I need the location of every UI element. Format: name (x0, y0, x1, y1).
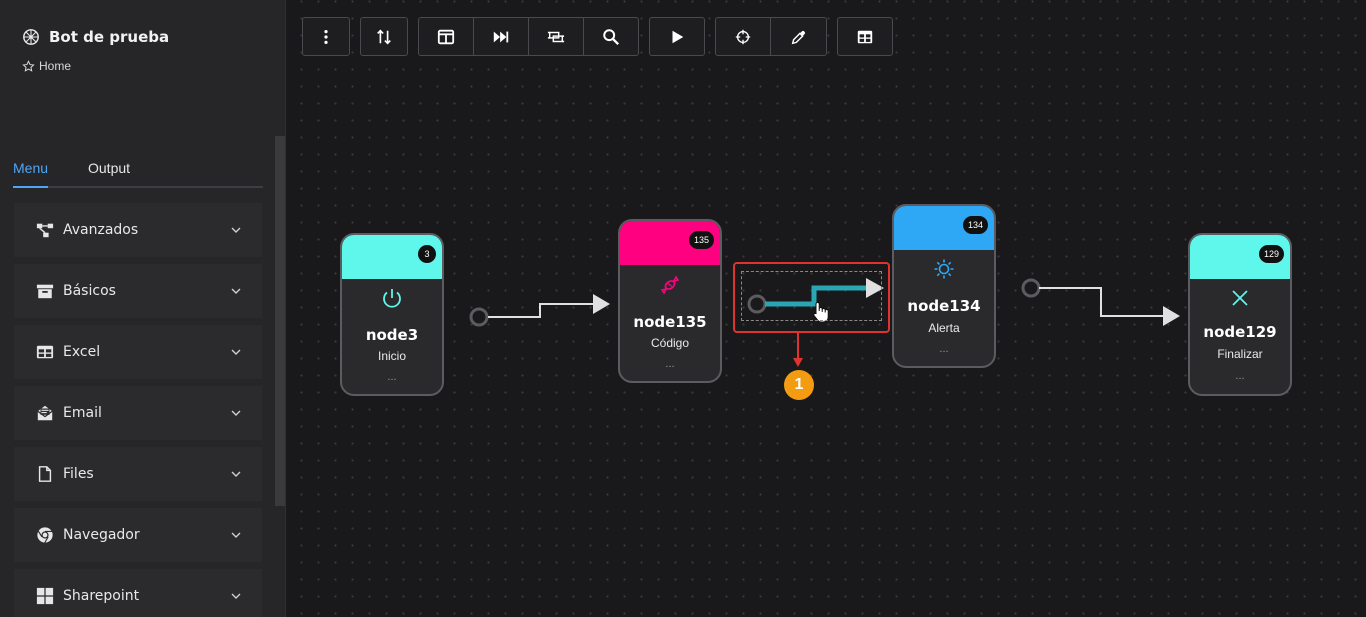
sidebar-item-label: Excel (63, 344, 101, 360)
more-options-button[interactable] (302, 17, 350, 56)
node-more[interactable]: ... (939, 343, 949, 355)
email-icon (35, 404, 54, 423)
sidebar-item-label: Sharepoint (63, 588, 140, 604)
node-more[interactable]: ... (1235, 370, 1245, 382)
node-id-badge: 135 (688, 231, 714, 249)
search-button[interactable] (583, 17, 639, 56)
sidebar-item-email[interactable]: Email (14, 386, 262, 440)
step-badge: 1 (784, 370, 814, 400)
power-icon (342, 286, 442, 315)
node-id-badge: 129 (1258, 245, 1284, 263)
node-node135[interactable]: 135 node135 Código ... (618, 219, 722, 383)
tab-menu-label: Menu (13, 160, 49, 176)
bot-title-text: Bot de prueba (49, 28, 170, 46)
sidebar: Bot de prueba Home Menu Output Avanzados (0, 0, 286, 617)
annotation-arrowhead (793, 358, 803, 367)
columns-icon (437, 29, 455, 44)
transform-icon (547, 31, 565, 42)
tab-menu[interactable]: Menu (13, 160, 48, 176)
archive-icon (35, 282, 54, 301)
node-subtitle: Alerta (928, 321, 960, 335)
node-name: node3 (365, 326, 419, 344)
windows-icon (35, 587, 54, 606)
sidebar-item-files[interactable]: Files (14, 447, 262, 501)
highlighted-edge-box (733, 262, 890, 333)
run-button[interactable] (649, 17, 705, 56)
sidebar-item-label: Email (63, 405, 102, 421)
sort-icon (377, 29, 391, 44)
chevron-down-icon (231, 532, 241, 538)
edge-node3-node135[interactable] (469, 294, 610, 327)
candy-icon (620, 273, 720, 302)
tab-output-label: Output (88, 160, 131, 176)
node-node134[interactable]: 134 node134 Alerta ... (892, 204, 996, 368)
node-node129[interactable]: 129 node129 Finalizar ... (1188, 233, 1292, 396)
transform-button[interactable] (528, 17, 584, 56)
chevron-down-icon (231, 349, 241, 355)
skip-forward-icon (493, 31, 509, 42)
home-link-label: Home (39, 59, 72, 73)
more-vert-icon (324, 29, 328, 44)
sidebar-item-label: Básicos (63, 283, 116, 299)
tab-active-indicator (13, 186, 48, 188)
sidebar-scrollbar[interactable] (275, 136, 285, 506)
bot-title: Bot de prueba (22, 28, 169, 46)
node-id-badge: 3 (418, 245, 436, 263)
wheel-icon (23, 29, 39, 45)
sidebar-item-label: Navegador (63, 527, 140, 543)
table-icon (35, 343, 54, 362)
play-icon (672, 30, 684, 43)
skip-forward-button[interactable] (473, 17, 529, 56)
layout-button[interactable] (418, 17, 474, 56)
target-button[interactable] (715, 17, 771, 56)
sort-button[interactable] (360, 17, 408, 56)
sidebar-tabs: Menu Output (13, 150, 263, 188)
node-name: node129 (1203, 323, 1277, 341)
node-subtitle: Finalizar (1217, 347, 1263, 361)
flow-icon (35, 221, 54, 240)
search-icon (603, 28, 620, 45)
file-icon (35, 465, 54, 484)
chevron-down-icon (231, 227, 241, 233)
home-link[interactable]: Home (22, 59, 71, 73)
node-subtitle: Código (650, 336, 690, 350)
node-name: node135 (633, 313, 707, 331)
edge-selection-box (741, 271, 882, 321)
sidebar-item-basicos[interactable]: Básicos (14, 264, 262, 318)
sidebar-item-label: Avanzados (63, 222, 139, 238)
chevron-down-icon (231, 288, 241, 294)
node-node3[interactable]: 3 node3 Inicio ... (340, 233, 444, 396)
chevron-down-icon (231, 471, 241, 477)
node-more[interactable]: ... (665, 358, 675, 370)
edge-node134-node129[interactable] (1021, 278, 1180, 326)
sidebar-item-label: Files (63, 466, 94, 482)
node-id-badge: 134 (962, 216, 988, 234)
flow-canvas[interactable]: 1 3 node3 Inicio ... 135 node135 Código … (287, 0, 1366, 617)
eyedropper-button[interactable] (770, 17, 827, 56)
star-icon (22, 59, 35, 72)
grid-button[interactable] (837, 17, 893, 56)
close-icon (1190, 286, 1290, 315)
eyedropper-icon (791, 30, 805, 44)
chevron-down-icon (231, 410, 241, 416)
chevron-down-icon (231, 593, 241, 599)
tab-output[interactable]: Output (88, 160, 130, 176)
sidebar-item-excel[interactable]: Excel (14, 325, 262, 379)
grid-icon (857, 30, 873, 43)
crosshair-icon (735, 29, 751, 44)
sun-icon (894, 257, 994, 286)
sidebar-item-avanzados[interactable]: Avanzados (14, 203, 262, 257)
sidebar-item-sharepoint[interactable]: Sharepoint (14, 569, 262, 617)
node-subtitle: Inicio (377, 349, 406, 363)
chrome-icon (35, 526, 54, 545)
sidebar-item-navegador[interactable]: Navegador (14, 508, 262, 562)
node-name: node134 (907, 297, 981, 315)
node-more[interactable]: ... (387, 371, 397, 383)
